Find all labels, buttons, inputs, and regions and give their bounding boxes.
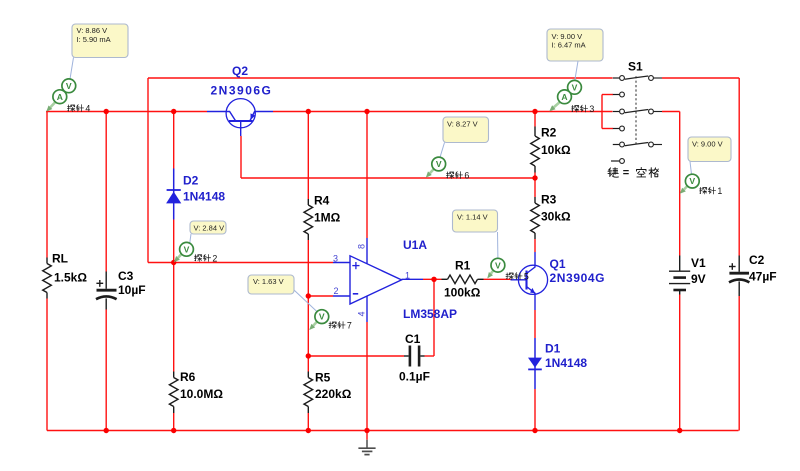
svg-text:V: 8.27 V: V: 8.27 V (447, 120, 478, 129)
svg-text:R5: R5 (315, 371, 331, 385)
svg-text:2: 2 (333, 286, 338, 296)
svg-text:V: 8.86 V: V: 8.86 V (77, 26, 108, 35)
svg-text:Q2: Q2 (232, 64, 248, 78)
svg-text:1: 1 (405, 270, 410, 280)
svg-text:R2: R2 (541, 126, 557, 140)
svg-text:C3: C3 (118, 269, 134, 283)
svg-text:C2: C2 (749, 253, 765, 267)
svg-text:2N3904G: 2N3904G (550, 271, 606, 285)
svg-text:V: V (572, 82, 578, 92)
svg-text:10kΩ: 10kΩ (541, 143, 571, 157)
svg-text:100kΩ: 100kΩ (444, 286, 481, 300)
svg-text:R4: R4 (314, 194, 330, 208)
svg-text:=: = (623, 167, 629, 179)
svg-text:I: 5.90 mA: I: 5.90 mA (77, 35, 111, 44)
svg-text:2: 2 (212, 253, 217, 263)
svg-text:1N4148: 1N4148 (545, 356, 587, 370)
svg-text:1MΩ: 1MΩ (314, 211, 341, 225)
svg-text:V1: V1 (691, 256, 706, 270)
svg-text:V: V (66, 81, 72, 91)
svg-text:2N3906G: 2N3906G (211, 83, 273, 97)
svg-text:8: 8 (357, 244, 367, 249)
svg-text:R3: R3 (541, 193, 557, 207)
svg-text:V: V (689, 176, 695, 186)
svg-text:4: 4 (357, 311, 367, 316)
svg-text:30kΩ: 30kΩ (541, 210, 571, 224)
svg-text:7: 7 (347, 321, 352, 331)
svg-text:A: A (57, 92, 63, 102)
svg-text:3: 3 (589, 104, 594, 114)
svg-text:V: V (319, 312, 325, 322)
svg-text:C1: C1 (405, 332, 421, 346)
svg-text:I: 6.47 mA: I: 6.47 mA (552, 41, 586, 50)
svg-text:V: 1.14 V: V: 1.14 V (457, 213, 488, 222)
svg-text:1: 1 (717, 186, 722, 196)
svg-text:D2: D2 (183, 173, 199, 187)
svg-text:1N4148: 1N4148 (183, 189, 225, 203)
svg-text:6: 6 (464, 171, 469, 181)
svg-text:V: 2.84 V: V: 2.84 V (194, 223, 225, 232)
svg-text:V: 1.63 V: V: 1.63 V (253, 277, 284, 286)
svg-text:A: A (561, 92, 567, 102)
svg-text:V: V (495, 260, 501, 270)
svg-text:LM358AP: LM358AP (403, 307, 457, 321)
svg-text:V: 9.00 V: V: 9.00 V (692, 139, 723, 148)
svg-text:3: 3 (333, 254, 338, 264)
svg-text:47µF: 47µF (749, 270, 777, 284)
svg-text:5: 5 (524, 272, 529, 282)
svg-text:R1: R1 (455, 259, 471, 273)
svg-text:V: V (436, 159, 442, 169)
svg-text:Q1: Q1 (550, 257, 566, 271)
svg-text:RL: RL (52, 252, 68, 266)
svg-text:10µF: 10µF (118, 283, 146, 297)
svg-text:0.1µF: 0.1µF (399, 370, 430, 384)
svg-text:V: 9.00 V: V: 9.00 V (552, 32, 583, 41)
svg-text:V: V (184, 244, 190, 254)
svg-text:R6: R6 (180, 370, 196, 384)
svg-text:220kΩ: 220kΩ (315, 387, 352, 401)
svg-text:10.0MΩ: 10.0MΩ (180, 387, 223, 401)
svg-text:S1: S1 (628, 60, 643, 74)
svg-text:4: 4 (85, 104, 90, 114)
svg-text:1.5kΩ: 1.5kΩ (54, 271, 87, 285)
svg-text:9V: 9V (691, 272, 706, 286)
svg-text:D1: D1 (545, 341, 561, 355)
svg-text:U1A: U1A (403, 238, 427, 252)
